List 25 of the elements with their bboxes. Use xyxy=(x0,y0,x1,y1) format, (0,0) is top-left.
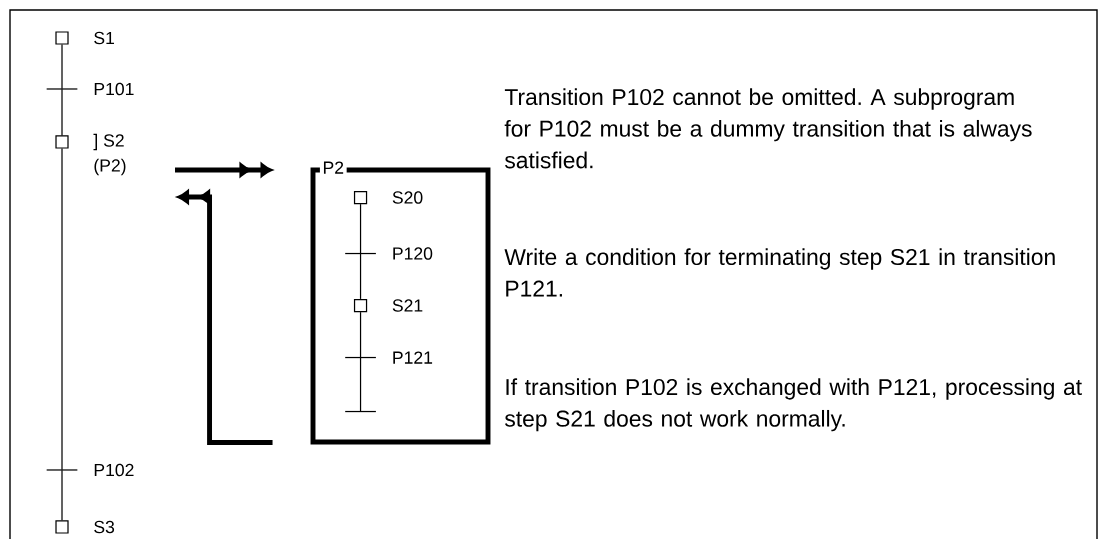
connector-line xyxy=(61,88,63,136)
note-text: Write a condition for terminating step S21 in transition P121. xyxy=(504,248,1055,297)
step-label: ] S2 xyxy=(93,133,124,151)
note-text: Transition P102 cannot be omitted. A subprogram for P102 must be a dummy transition that is always satisfied. xyxy=(504,88,1032,169)
connector-line xyxy=(61,44,63,90)
transition-label: P121 xyxy=(393,351,433,364)
arrow xyxy=(175,163,273,177)
connector-line xyxy=(61,148,63,471)
step-label: S3 xyxy=(94,520,115,534)
connector-line xyxy=(359,203,362,254)
step-label: S1 xyxy=(94,31,114,45)
arrow xyxy=(177,190,273,445)
note-text: If transition P102 is exchanged with P121, processing at step S21 does not work normally. xyxy=(505,378,1082,432)
transition-label: P120 xyxy=(393,247,433,260)
connector-line xyxy=(61,469,63,521)
frame-heading: P2 xyxy=(319,158,347,177)
end-bar xyxy=(344,410,377,413)
transition-label: P101 xyxy=(94,82,134,96)
step-label: S21 xyxy=(392,299,423,312)
step-label: S20 xyxy=(392,191,423,204)
transition-label: P102 xyxy=(94,463,134,477)
connector-line xyxy=(359,311,362,358)
connector-line xyxy=(359,253,362,300)
step-label: (P2) xyxy=(94,158,126,176)
connector-line xyxy=(359,357,362,412)
